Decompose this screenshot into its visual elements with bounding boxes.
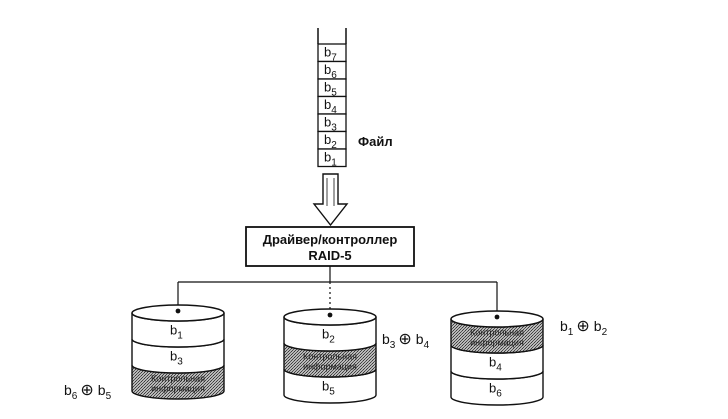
parity-label-line2: информация	[303, 361, 357, 371]
file-block-label: b5	[324, 80, 337, 99]
connection-dot	[327, 312, 333, 318]
down-arrow	[312, 173, 349, 227]
data-layer: b6	[450, 370, 544, 406]
file-block: b5	[317, 78, 347, 99]
parity-formula: b1⊕b2	[560, 318, 608, 338]
file-block-label: b6	[324, 62, 337, 81]
data-block-label: b5	[322, 378, 335, 397]
file-label: Файл	[358, 134, 393, 149]
file-block: b3	[317, 113, 347, 134]
parity-label-line2: информация	[151, 383, 205, 393]
data-block-label: b6	[489, 380, 502, 399]
parity-formula: b3⊕b4	[382, 331, 430, 351]
file-block: b6	[317, 60, 347, 81]
file-block-label: b3	[324, 115, 337, 134]
controller-subtitle: RAID-5	[308, 248, 351, 263]
parity-formula: b6⊕b5	[64, 382, 112, 402]
parity-label-line1: Контрольная	[470, 327, 524, 337]
data-block-label: b1	[170, 322, 183, 341]
file-block-label: b7	[324, 45, 337, 64]
data-block-label: b4	[489, 354, 502, 373]
file-block: b4	[317, 95, 347, 116]
connection-dot	[494, 314, 500, 320]
file-block-label: b1	[324, 150, 337, 169]
file-block-label: b4	[324, 97, 337, 116]
connection-lines	[177, 266, 498, 315]
connection-dot	[175, 308, 181, 314]
controller-box: Драйвер/контроллер RAID-5	[245, 226, 415, 267]
parity-label-line1: Контрольная	[151, 373, 205, 383]
file-block-label: b2	[324, 132, 337, 151]
controller-title: Драйвер/контроллер	[263, 232, 398, 247]
disk-array: Контрольнаяинформацияb3b1b6⊕b5b5Контроль…	[64, 304, 608, 406]
data-block-label: b3	[170, 348, 183, 367]
data-block-label: b2	[322, 326, 335, 345]
file-block: b7	[317, 43, 347, 64]
file-block: b2	[317, 130, 347, 151]
parity-label-line2: информация	[470, 337, 524, 347]
parity-label-line1: Контрольная	[303, 351, 357, 361]
file-block: b1	[317, 148, 347, 169]
